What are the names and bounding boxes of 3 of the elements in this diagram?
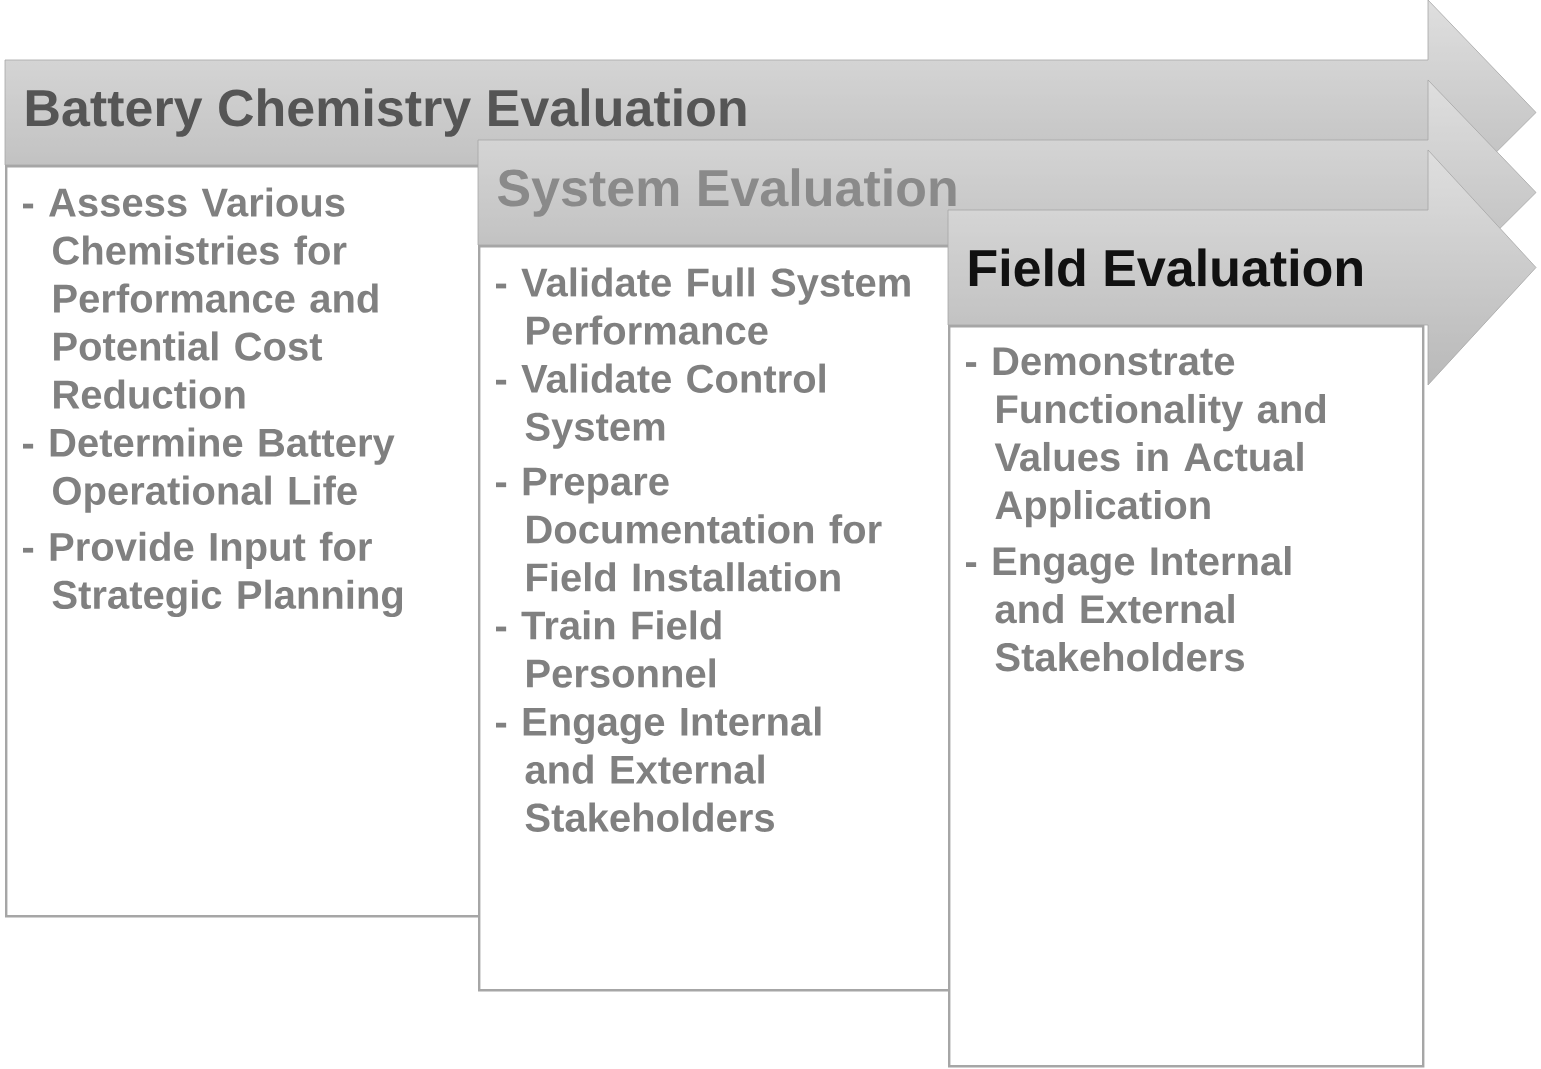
node-label: System Evaluation	[497, 168, 956, 217]
node-label: Field Evaluation	[969, 248, 1362, 287]
node-label: Battery Chemistry Evaluation	[26, 88, 746, 137]
